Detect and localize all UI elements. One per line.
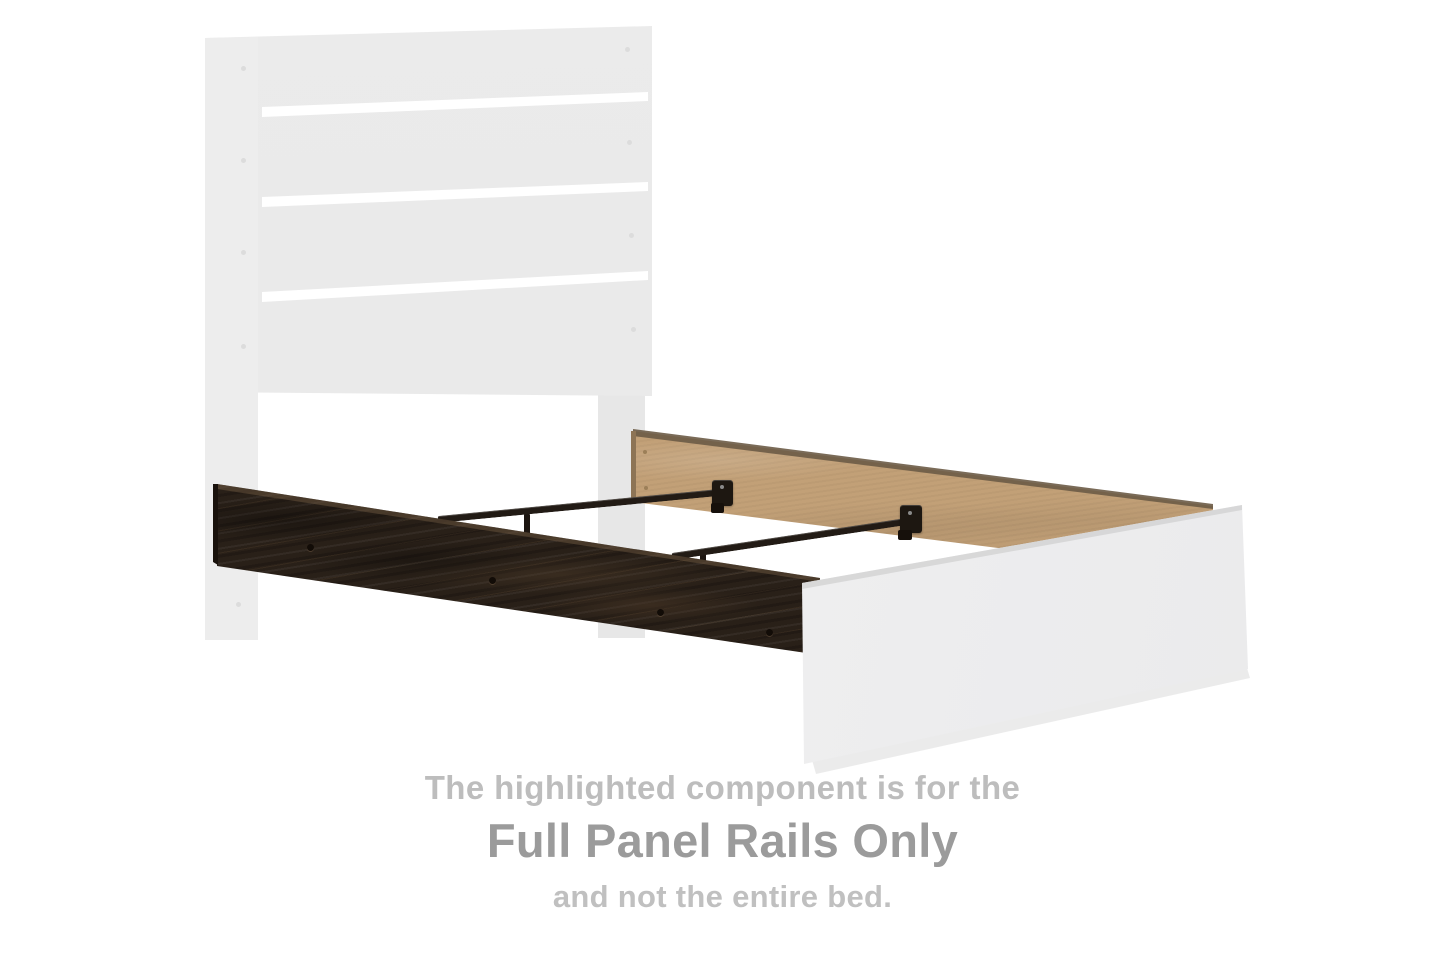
screw-hole <box>766 629 773 636</box>
support-foot <box>524 514 530 540</box>
caption-line-2: Full Panel Rails Only <box>486 814 959 867</box>
caption-line-3: and not the entire bed. <box>552 879 893 914</box>
cross-rail-2 <box>671 518 906 560</box>
screw-hole <box>627 140 632 145</box>
bracket-screw <box>720 485 724 489</box>
screw-hole <box>631 327 636 332</box>
screw-hole <box>241 250 246 255</box>
rail-bracket-2 <box>900 505 922 533</box>
rail-bracket-1 <box>712 480 733 506</box>
caption: The highlighted component is for the Ful… <box>0 769 1445 915</box>
screw-hole <box>644 486 648 490</box>
caption-line-1: The highlighted component is for the <box>424 769 1021 806</box>
screw-hole <box>241 66 246 71</box>
screw-hole <box>489 577 496 584</box>
screw-hole <box>236 602 241 607</box>
screw-hole <box>241 158 246 163</box>
screw-hole <box>629 233 634 238</box>
screw-hole <box>241 344 246 349</box>
rail-bracket-hook <box>898 530 912 540</box>
screw-hole <box>625 47 630 52</box>
rail-bracket-hook <box>711 503 724 513</box>
screw-hole <box>643 450 647 454</box>
screw-hole <box>657 609 664 616</box>
bracket-screw <box>908 511 912 515</box>
screw-hole <box>307 544 314 551</box>
